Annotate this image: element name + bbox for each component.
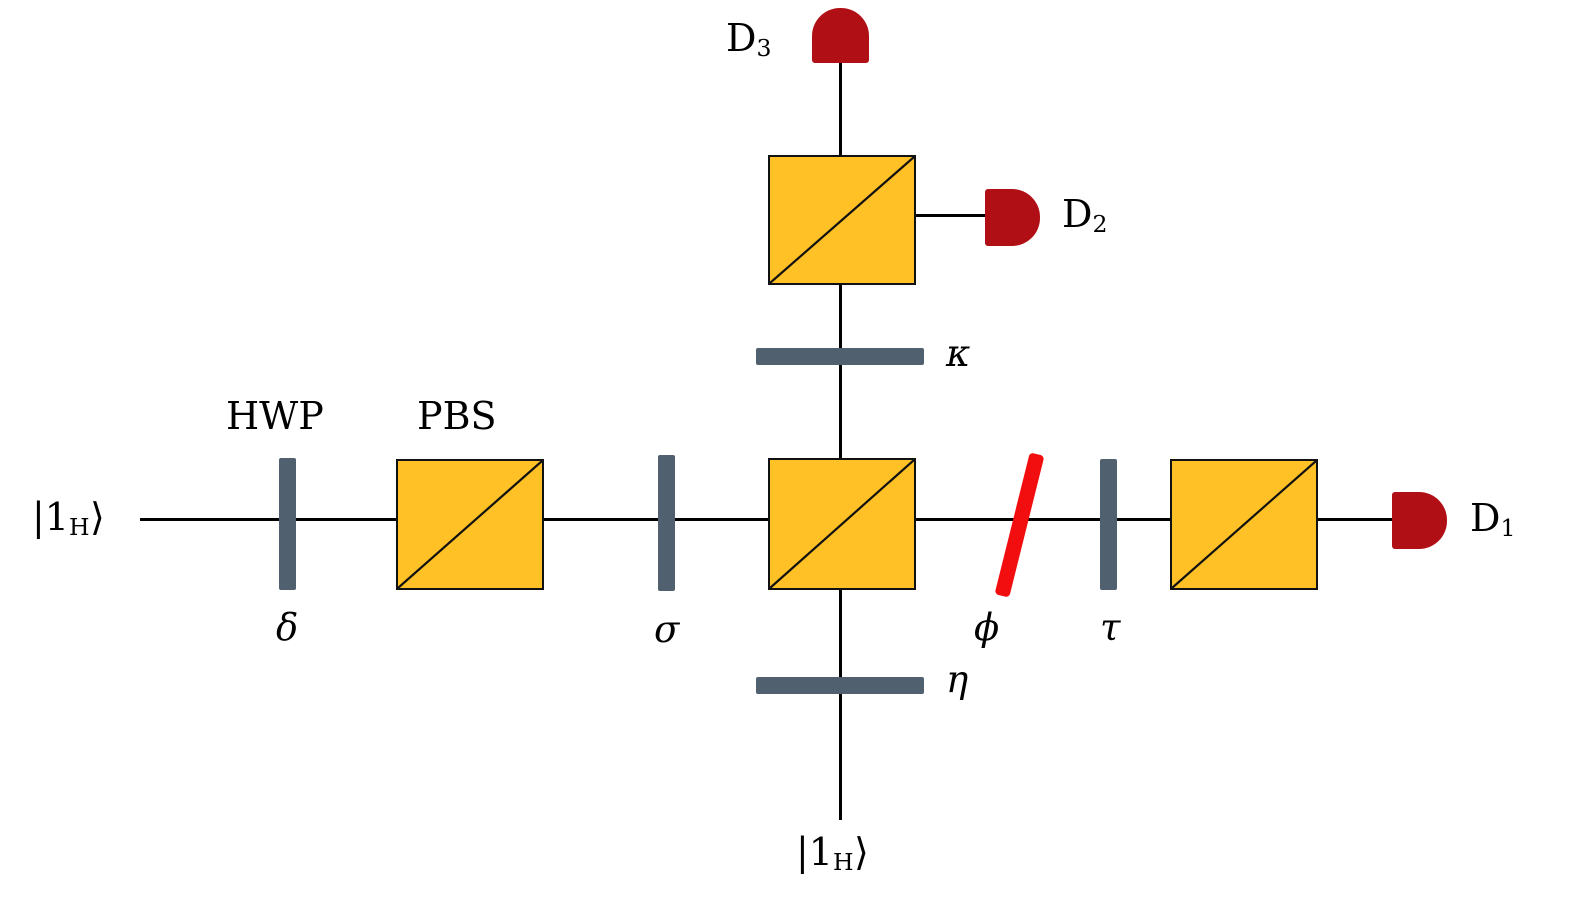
detector-label-base: D xyxy=(726,16,757,60)
detector-2 xyxy=(985,189,1040,246)
tau-label: τ xyxy=(1100,606,1121,649)
wave-plate-kappa xyxy=(756,348,924,365)
phase-shifter-phi xyxy=(994,452,1045,598)
detector-label-subscript: 3 xyxy=(756,34,772,63)
detector-label-base: D xyxy=(1470,496,1501,540)
ket-pre: |1 xyxy=(796,830,833,874)
detector-3 xyxy=(812,8,869,63)
pbs-cube-output xyxy=(1170,459,1318,590)
pbs-diagonal xyxy=(770,460,914,588)
sigma-label: σ xyxy=(654,608,680,651)
pbs-diagonal xyxy=(398,461,542,588)
detector-label-subscript: 2 xyxy=(1092,210,1108,239)
detector-1 xyxy=(1392,492,1447,549)
detector-2-label: D2 xyxy=(1062,192,1108,239)
detector-label-subscript: 1 xyxy=(1500,514,1516,543)
pbs-cube-top xyxy=(768,155,916,285)
detector-1-label: D1 xyxy=(1470,496,1516,543)
ket-post: ⟩ xyxy=(90,495,105,539)
input-state-bottom-label: |1H⟩ xyxy=(796,830,869,877)
kappa-label: κ xyxy=(946,332,971,375)
input-state-left-label: |1H⟩ xyxy=(32,495,105,542)
delta-label: δ xyxy=(276,606,299,649)
wave-plate-sigma xyxy=(658,455,675,591)
phi-label: ϕ xyxy=(974,606,1000,649)
ket-subscript: H xyxy=(68,513,91,542)
detector-3-label: D3 xyxy=(726,16,772,63)
ket-post: ⟩ xyxy=(854,830,869,874)
pbs-label: PBS xyxy=(417,394,497,438)
wave-plate-eta xyxy=(756,677,924,694)
detector-label-base: D xyxy=(1062,192,1093,236)
pbs-diagonal xyxy=(770,157,914,283)
pbs-cube-input xyxy=(396,459,544,590)
half-wave-plate-delta xyxy=(279,458,296,590)
pbs-diagonal xyxy=(1172,461,1316,588)
wave-plate-tau xyxy=(1100,459,1117,590)
ket-subscript: H xyxy=(832,848,855,877)
hwp-label: HWP xyxy=(226,394,324,438)
beam-path-vertical xyxy=(839,32,842,820)
ket-pre: |1 xyxy=(32,495,69,539)
pbs-cube-center xyxy=(768,458,916,590)
eta-label: η xyxy=(946,658,969,701)
beam-path-to-detector2 xyxy=(905,214,993,217)
